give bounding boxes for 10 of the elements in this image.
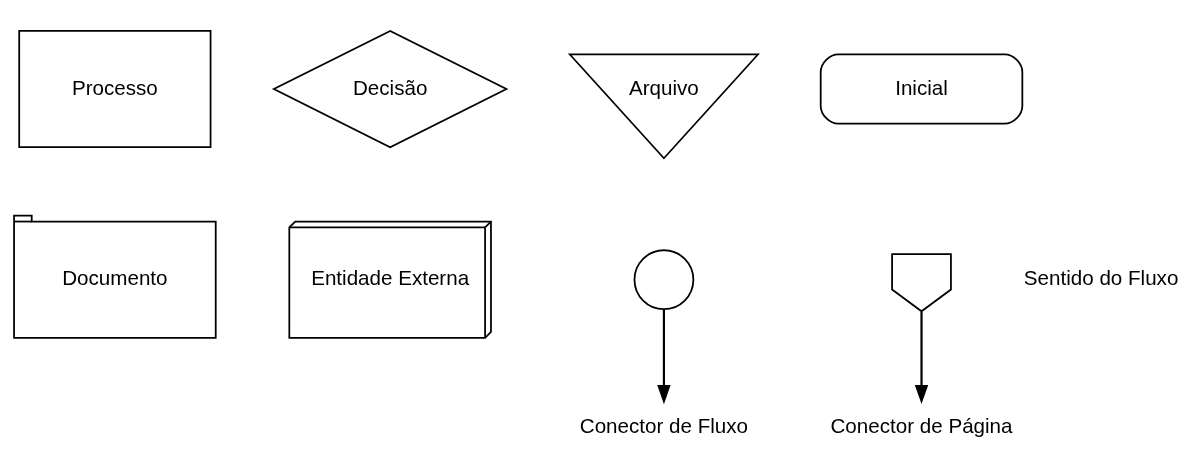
node-box: Processo — [18, 30, 212, 149]
arrow — [657, 309, 671, 405]
node-text: Conector de Página — [830, 414, 1013, 438]
label: Sentido do Fluxo — [1023, 266, 1179, 290]
node-text: Conector de Fluxo — [579, 414, 749, 438]
node-diamond: Decisão — [271, 29, 509, 149]
node-pentagon — [891, 253, 952, 313]
node-circle — [633, 249, 695, 310]
arrow — [914, 311, 929, 405]
node-box: Inicial — [819, 53, 1024, 125]
